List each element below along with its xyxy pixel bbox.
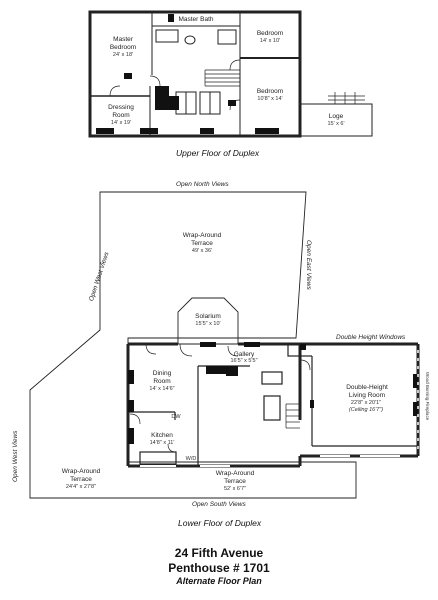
room-dressing-room: Dressing Room bbox=[108, 104, 134, 119]
room-solarium-dim: 15'5" x 10' bbox=[195, 321, 221, 327]
label-dw: DW bbox=[171, 414, 181, 420]
upper-wall-blocks bbox=[96, 14, 279, 134]
title-address: 24 Fifth Avenue bbox=[174, 546, 264, 560]
label-wd: W/D bbox=[185, 456, 197, 462]
room-dining: Dining Room bbox=[152, 370, 172, 385]
room-terrace-top-dim: 49' x 36' bbox=[191, 248, 213, 254]
room-gallery: Gallery bbox=[233, 351, 255, 358]
room-master-bedroom: Master Bedroom bbox=[109, 36, 137, 51]
room-master-bedroom-dim: 24' x 18' bbox=[112, 52, 134, 58]
lower-floor-caption: Lower Floor of Duplex bbox=[178, 518, 262, 528]
title-subtitle: Alternate Floor Plan bbox=[176, 576, 262, 586]
room-kitchen: Kitchen bbox=[151, 432, 173, 439]
view-west-lower: Open West Views bbox=[12, 430, 19, 482]
room-terrace-bottom-dim: 52' x 6'7" bbox=[223, 486, 247, 492]
room-terrace-left-dim: 24'4" x 27'8" bbox=[65, 484, 97, 490]
room-gallery-dim: 16'5" x 5'5" bbox=[230, 358, 258, 364]
terrace-outline bbox=[29, 191, 357, 499]
upper-floor-caption: Upper Floor of Duplex bbox=[176, 148, 260, 158]
room-bedroom-2: Bedroom bbox=[256, 88, 284, 95]
room-living: Double-Height Living Room bbox=[346, 384, 388, 399]
room-terrace-top: Wrap-Around Terrace bbox=[182, 232, 222, 247]
room-kitchen-dim: 14'8" x 11' bbox=[149, 440, 175, 446]
room-bedroom-1-dim: 14' x 10' bbox=[259, 38, 281, 44]
lower-stair bbox=[285, 403, 300, 429]
room-bedroom-1: Bedroom bbox=[256, 30, 284, 37]
room-living-dim: 22'8" x 20'1" bbox=[350, 400, 382, 406]
view-east: Open East Views bbox=[305, 240, 312, 290]
room-master-bath: Master Bath bbox=[178, 16, 214, 23]
view-north: Open North Views bbox=[176, 181, 229, 188]
room-terrace-left: Wrap-Around Terrace bbox=[61, 468, 101, 483]
room-dressing-room-dim: 14' x 19' bbox=[110, 120, 132, 126]
room-dining-dim: 14' x 14'6" bbox=[149, 386, 175, 392]
room-terrace-bottom: Wrap-Around Terrace bbox=[215, 470, 255, 485]
wood-fireplace-note: Wood Burning Fireplace bbox=[425, 372, 430, 421]
room-living-ceiling: (Ceiling 16'7") bbox=[348, 407, 384, 413]
room-loge: Loge bbox=[328, 113, 344, 120]
room-loge-dim: 15' x 6' bbox=[327, 121, 345, 127]
room-bedroom-2-dim: 10'8" x 14' bbox=[257, 96, 283, 102]
upper-floor-plan bbox=[88, 10, 373, 138]
title-unit: Penthouse # 1701 bbox=[168, 561, 270, 575]
view-south: Open South Views bbox=[192, 501, 246, 508]
room-solarium: Solarium bbox=[195, 313, 221, 320]
double-height-windows: Double Height Windows bbox=[336, 334, 406, 341]
lower-wall-blocks bbox=[128, 342, 418, 444]
